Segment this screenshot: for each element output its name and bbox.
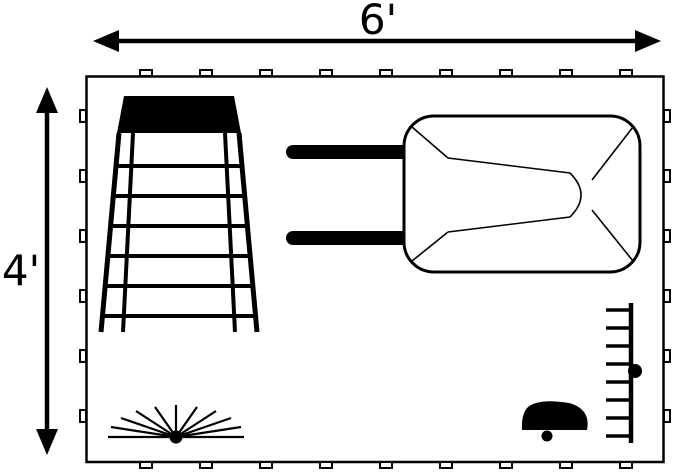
fan-hub-dot — [169, 430, 183, 444]
width-dimension-label: 6' — [359, 0, 397, 44]
fan-lines-icon — [108, 405, 244, 444]
height-dimension-label: 4' — [2, 246, 40, 295]
arrowhead-left-icon — [93, 30, 119, 52]
mat-outline — [79, 69, 671, 469]
width-dimension-arrow: 6' — [93, 0, 661, 52]
wall-ladder-icon — [606, 303, 642, 443]
arrowhead-down-icon — [36, 429, 58, 455]
wheelbarrow-icon — [286, 114, 642, 274]
height-dimension-arrow: 4' — [2, 87, 58, 455]
ladder-rack-icon — [98, 96, 260, 333]
arrowhead-right-icon — [635, 30, 661, 52]
ladder-knob-dot — [628, 364, 642, 378]
wheeled-cart-icon — [521, 401, 588, 442]
cart-wheel — [541, 430, 553, 442]
arrowhead-up-icon — [36, 87, 58, 113]
